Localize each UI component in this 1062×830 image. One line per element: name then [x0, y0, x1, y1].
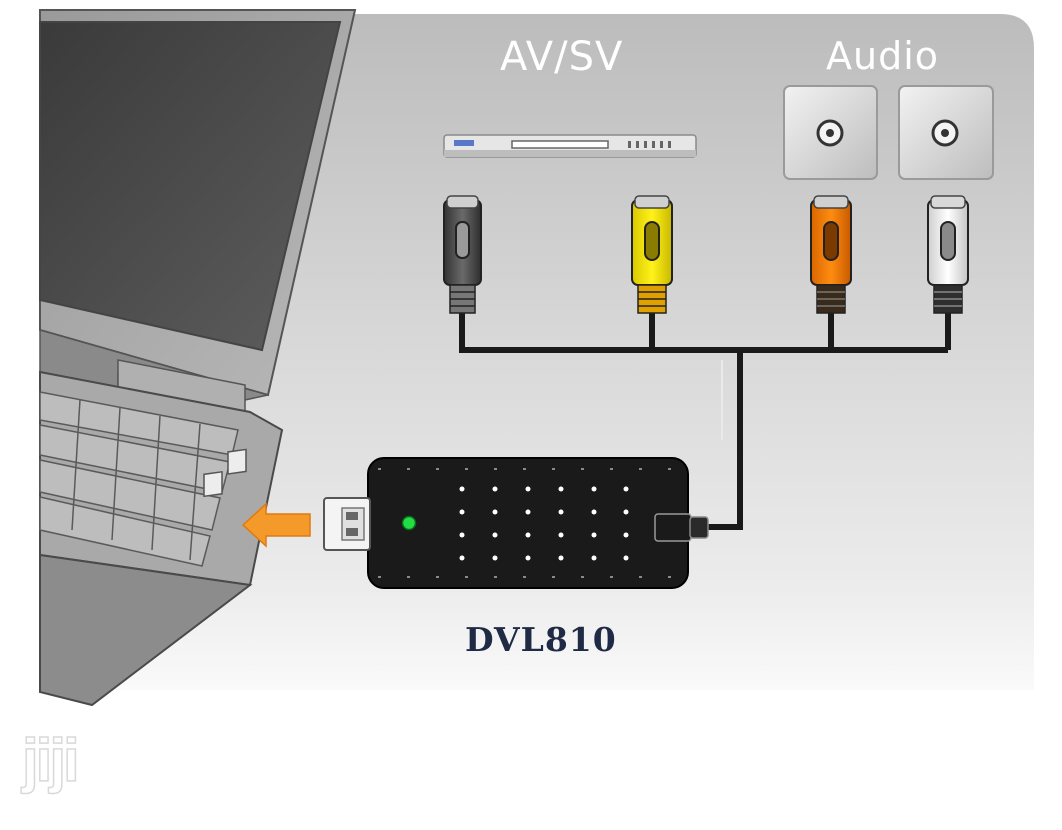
dvd-player-icon	[443, 134, 697, 158]
audio-left-plug-orange	[810, 195, 852, 314]
svideo-plug	[443, 195, 482, 314]
speaker-icon	[783, 85, 994, 180]
av-sv-label: AV/SV	[500, 34, 624, 80]
audio-right-plug-white	[927, 195, 969, 314]
cable-tree	[459, 312, 951, 530]
model-label: DVL810	[465, 620, 617, 659]
usb-capture-device	[367, 457, 709, 589]
watermark-logo: jiji	[21, 726, 80, 795]
video-plug-yellow	[631, 195, 673, 314]
usb-arrow-icon	[241, 502, 311, 548]
led-icon	[401, 515, 417, 531]
usb-plug-icon	[323, 497, 371, 551]
laptop-icon	[39, 9, 357, 707]
audio-label: Audio	[826, 34, 940, 78]
